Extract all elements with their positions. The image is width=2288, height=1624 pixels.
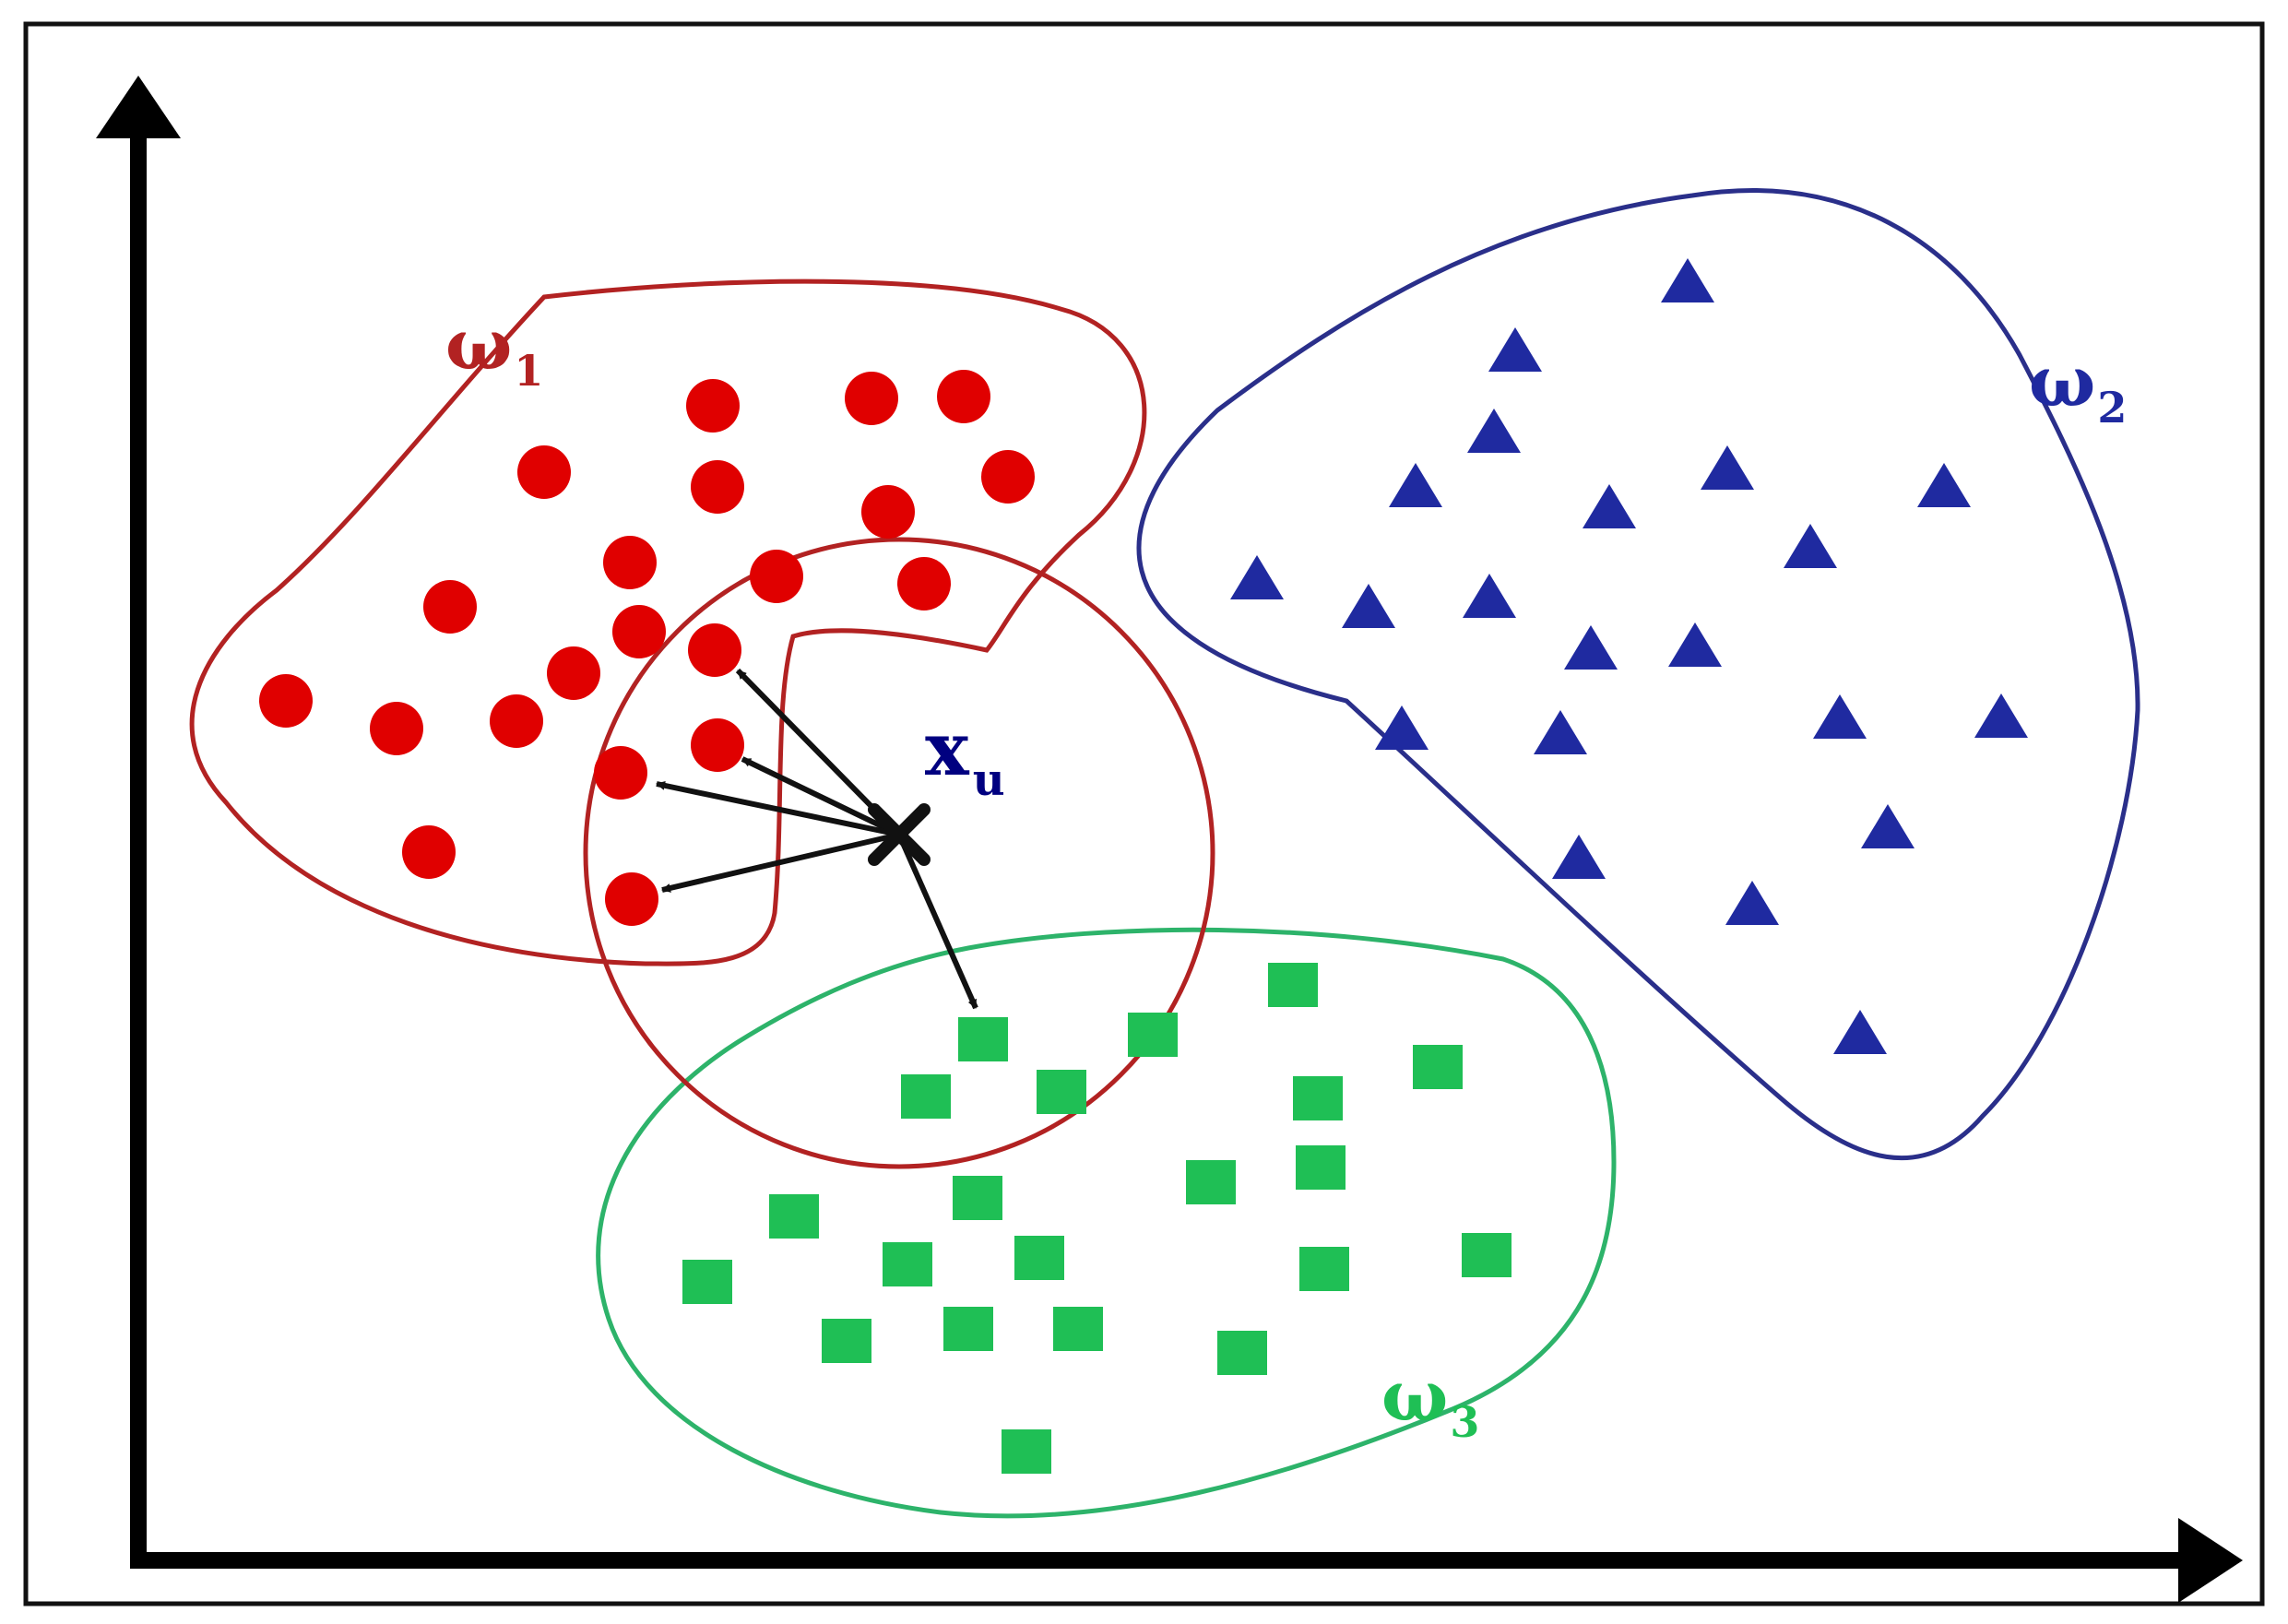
query-label: xu (925, 705, 1005, 806)
query-label-sub: u (973, 754, 1005, 806)
class3-point (1299, 1247, 1349, 1291)
class1-label-sub: 1 (514, 346, 543, 396)
class2-point (1488, 327, 1542, 372)
class1-point (490, 694, 543, 748)
class3-label-main: ω (1381, 1355, 1448, 1437)
class2-point (1725, 881, 1779, 925)
class1-point (691, 460, 744, 514)
x-axis-arrow-icon (2178, 1518, 2243, 1603)
neighbor-arrow (661, 832, 900, 893)
class2-point (1813, 694, 1867, 739)
class2-point (1784, 524, 1837, 568)
class2-label-sub: 2 (2097, 383, 2127, 433)
class3-boundary (596, 927, 1617, 1519)
query-label-main: x (925, 705, 970, 792)
neighbor-arrow (656, 780, 900, 837)
class1-point (423, 580, 477, 634)
class2-boundary (1136, 188, 2140, 1161)
class1-point (981, 450, 1035, 504)
class1-point (370, 702, 423, 755)
class1-point (686, 379, 740, 433)
class2-point (1534, 710, 1587, 754)
class1-point (612, 605, 666, 658)
class2-point (1833, 1010, 1887, 1054)
query-point-x-icon (868, 803, 931, 866)
class2-point (1564, 625, 1618, 670)
class3-point (1268, 963, 1318, 1007)
figure-frame (23, 21, 2265, 1606)
class3-point (883, 1242, 932, 1286)
class3-label: ω3 (1381, 1355, 1479, 1447)
class2-point (1463, 574, 1516, 618)
class1-points (259, 370, 1035, 926)
class3-point (769, 1194, 819, 1239)
class2-point (1342, 584, 1395, 628)
class2-point (1389, 463, 1442, 507)
class3-point (901, 1074, 951, 1119)
class3-point (1296, 1145, 1346, 1190)
class3-point (1053, 1307, 1103, 1351)
axes (96, 76, 2243, 1603)
class3-point (1014, 1236, 1064, 1280)
class2-label-main: ω (2029, 340, 2095, 422)
class1-point (259, 674, 313, 728)
class2-point (1661, 258, 1714, 302)
knn-radius-circle (583, 537, 1215, 1169)
class1-label-main: ω (445, 303, 512, 385)
class1-point (547, 646, 600, 700)
class2-point (1467, 409, 1521, 453)
class1-point (937, 370, 990, 423)
class3-point (1217, 1331, 1267, 1375)
class2-label: ω2 (2029, 340, 2127, 433)
class1-point (691, 718, 744, 772)
class3-points (682, 963, 1512, 1474)
class1-point (688, 623, 741, 677)
class3-point (1186, 1160, 1236, 1204)
class1-boundary (189, 279, 1147, 966)
y-axis-arrow-icon (96, 76, 181, 138)
class3-label-sub: 3 (1450, 1397, 1479, 1447)
class2-point (1701, 445, 1754, 490)
class1-label: ω1 (445, 303, 543, 396)
class1-point (594, 746, 647, 800)
class2-point (1375, 705, 1429, 750)
class1-point (861, 485, 915, 539)
class1-point (517, 445, 571, 499)
class3-point (953, 1176, 1002, 1220)
class2-point (1861, 804, 1915, 848)
class3-point (682, 1260, 732, 1304)
class3-point (958, 1017, 1008, 1061)
class2-point (1552, 835, 1606, 879)
class1-point (897, 557, 951, 610)
class3-point (1037, 1070, 1086, 1114)
class3-point (1413, 1045, 1463, 1089)
class2-point (1917, 463, 1971, 507)
class2-point (1974, 693, 2028, 738)
class3-point (1293, 1076, 1343, 1120)
class3-point (822, 1319, 871, 1363)
class1-point (845, 372, 898, 425)
class3-point (1128, 1013, 1178, 1057)
class3-point (1462, 1233, 1512, 1277)
class3-point (1002, 1429, 1051, 1474)
class2-point (1668, 622, 1722, 667)
class1-point (750, 550, 803, 603)
class2-point (1583, 484, 1636, 528)
class3-point (943, 1307, 993, 1351)
class1-point (402, 825, 456, 879)
class1-point (603, 536, 657, 589)
neighbor-arrow (741, 756, 901, 837)
neighbor-arrow (896, 833, 978, 1010)
class1-point (605, 872, 658, 926)
class2-point (1230, 555, 1284, 599)
neighbor-arrows (656, 668, 978, 1010)
class2-points (1230, 258, 2028, 1054)
